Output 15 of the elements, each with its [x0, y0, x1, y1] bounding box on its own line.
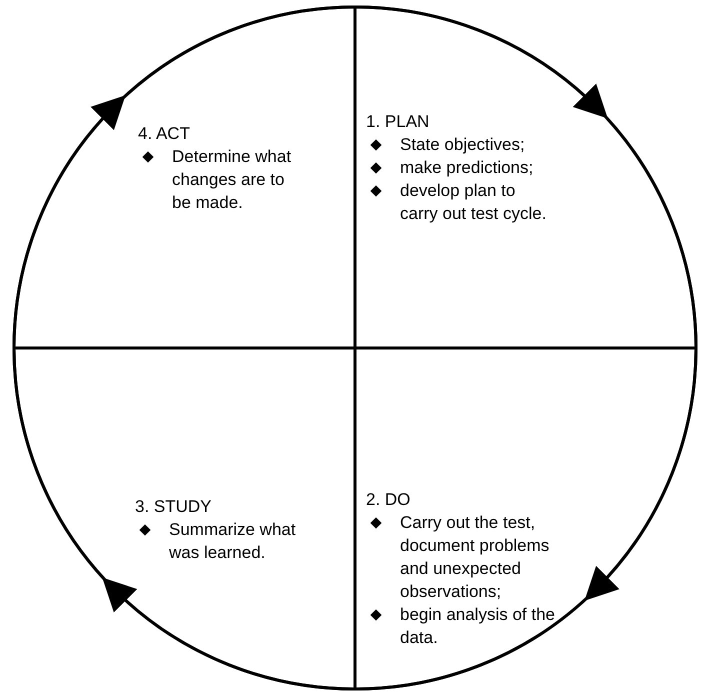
quadrant-heading: 3. STUDY [135, 496, 213, 518]
quadrant-heading: 1. PLAN [366, 111, 430, 133]
bullet-text: State objectives; [400, 134, 525, 156]
quadrant-sector [355, 7, 696, 348]
bullet-text: Determine what changes are to be made. [172, 146, 292, 214]
bullet-text: Carry out the test, document problems and unexpected observations; [400, 512, 550, 603]
quadrant-sector [355, 348, 696, 689]
quadrant-sector [14, 7, 355, 348]
bullet-text: begin analysis of the data. [400, 604, 556, 649]
bullet-text: develop plan to carry out test cycle. [400, 180, 548, 225]
quadrant-sector [14, 348, 355, 689]
quadrant-heading: 4. ACT [138, 123, 191, 145]
bullet-text: make predictions; [400, 157, 534, 179]
bullet-text: Summarize what was learned. [169, 519, 297, 564]
quadrant-heading: 2. DO [366, 489, 412, 511]
